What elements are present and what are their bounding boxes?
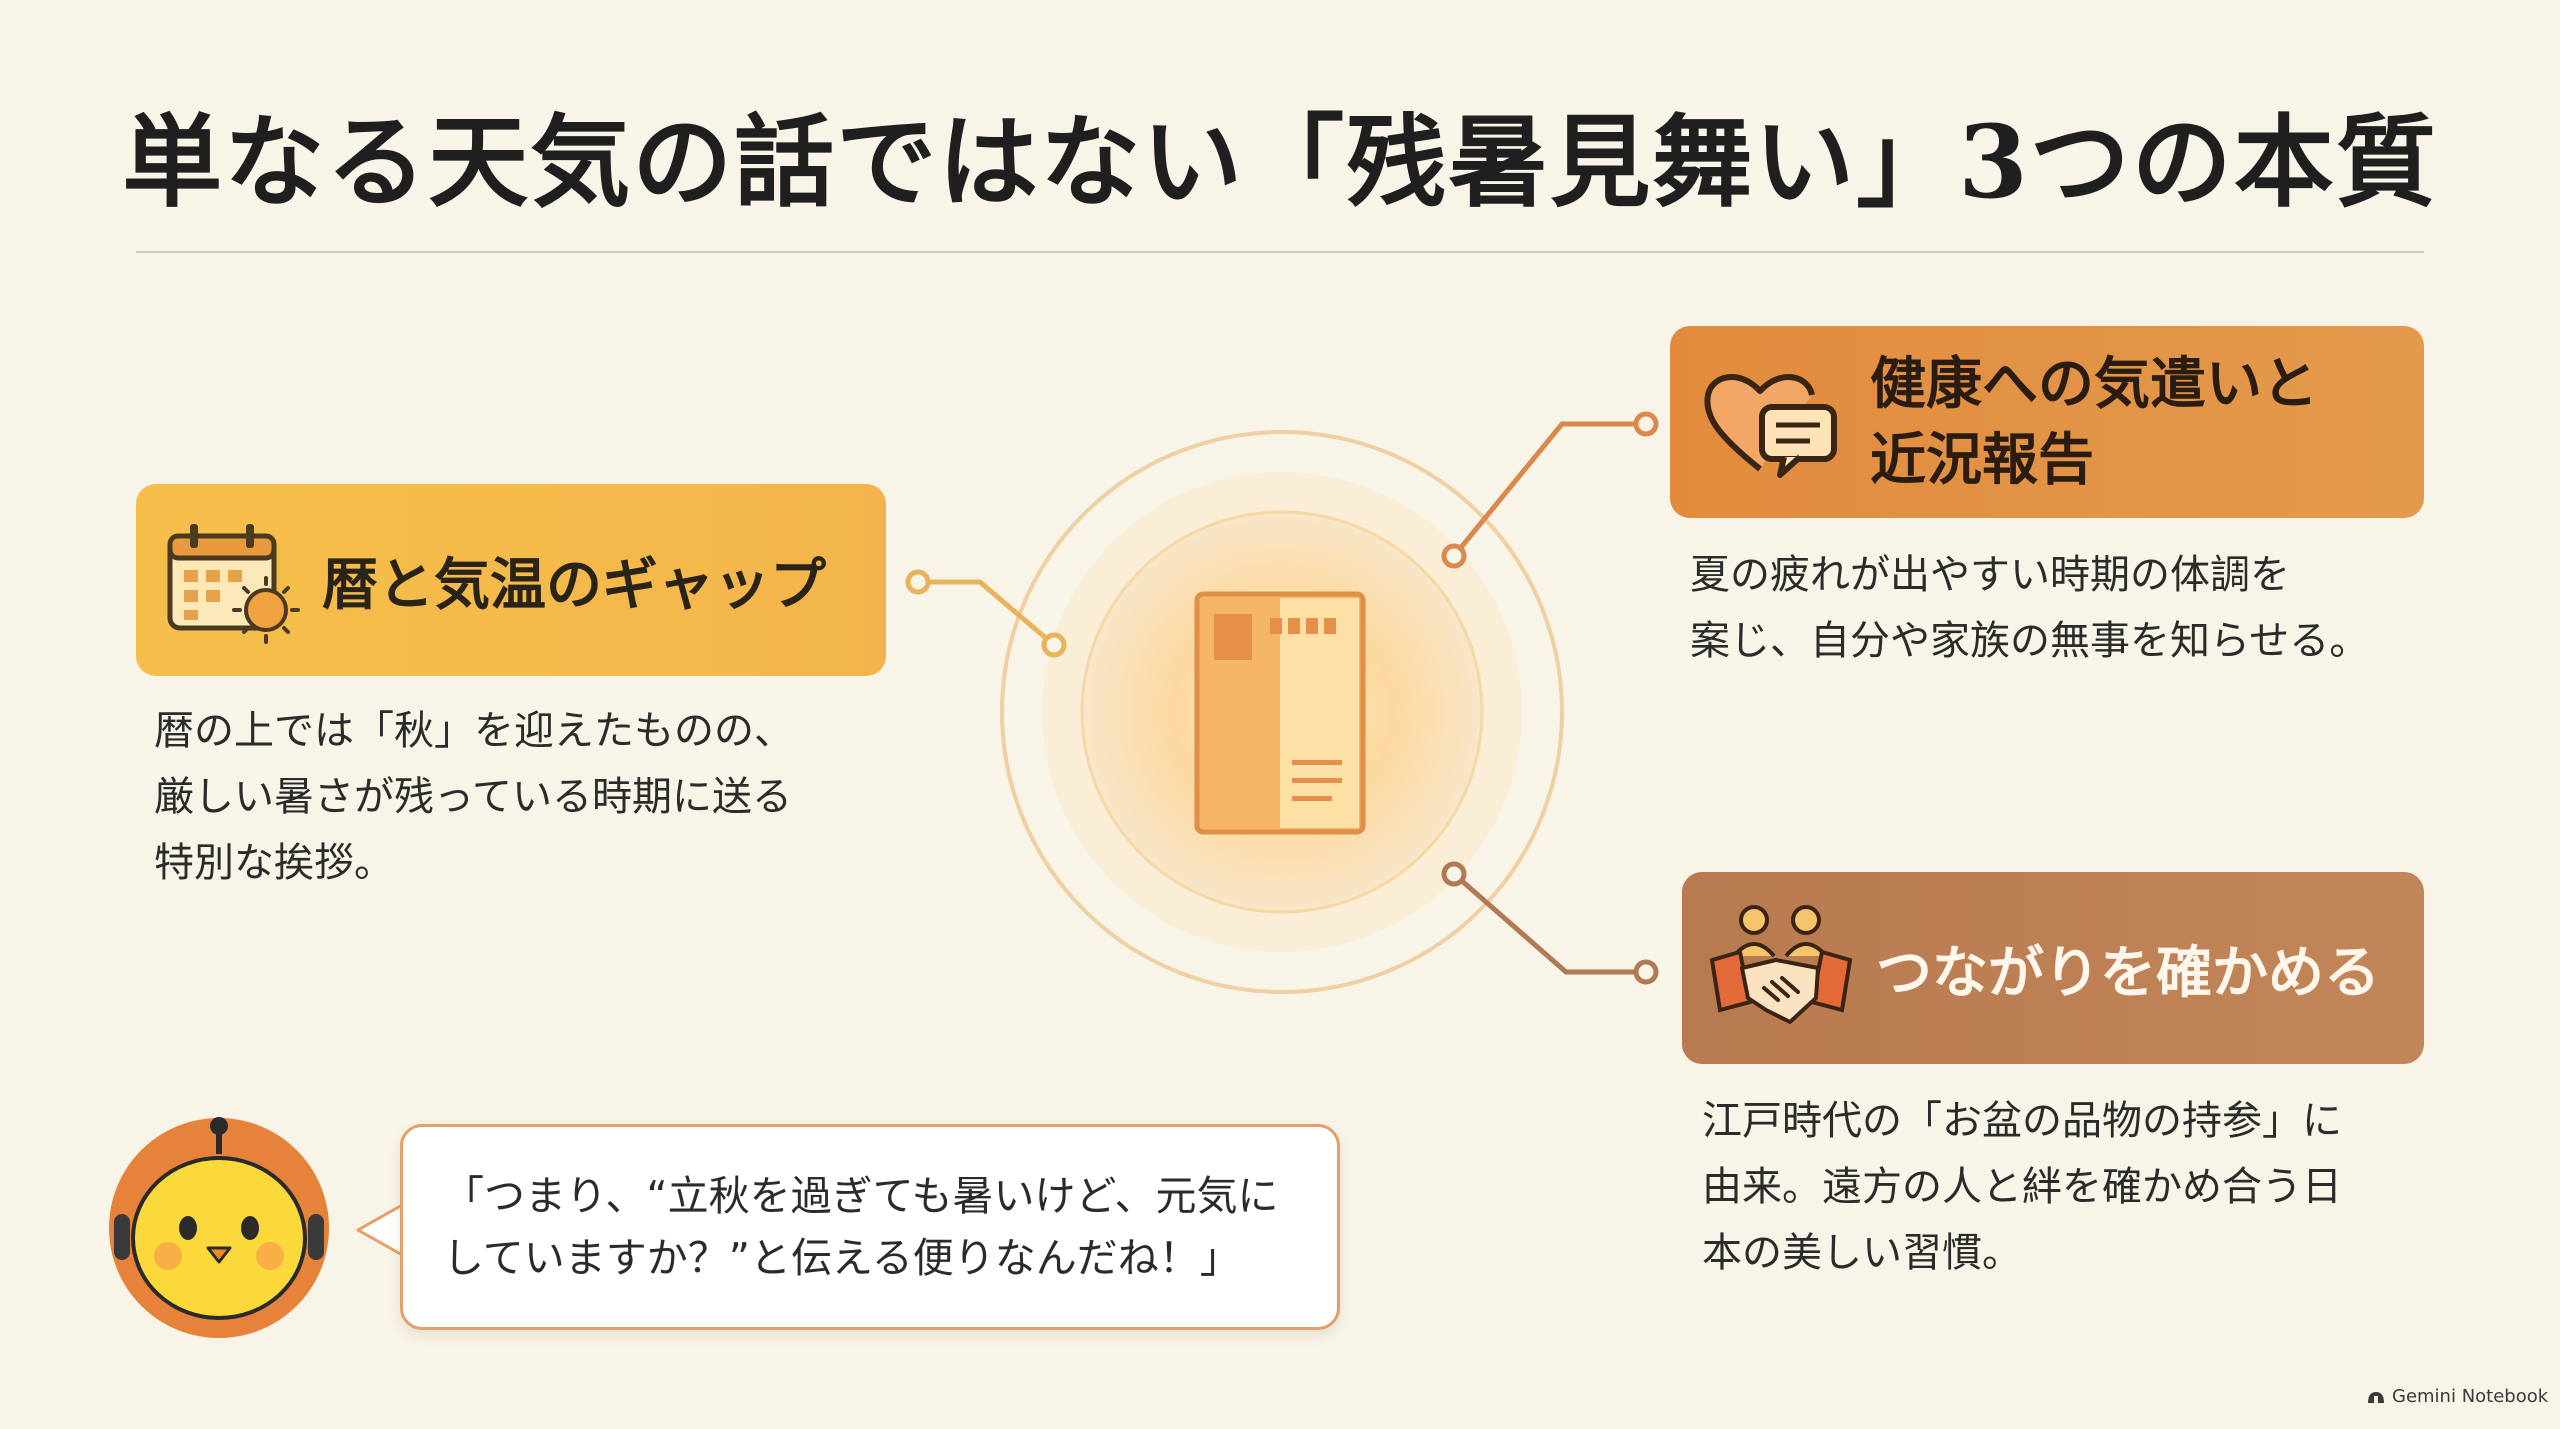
connector-top-right bbox=[1452, 421, 1646, 558]
calendar-sun-icon bbox=[167, 524, 300, 644]
card-label: つながりを確かめる bbox=[1876, 939, 2380, 1006]
page-title: 単なる天気の話ではない「残暑見舞い」3つの本質 bbox=[122, 103, 2438, 221]
speech-bubble-tail bbox=[356, 1202, 406, 1258]
connector-bottom-right bbox=[1452, 872, 1646, 975]
connector-left bbox=[918, 579, 1056, 647]
card-label: 健康への気遣いと 近況報告 bbox=[1870, 351, 2318, 493]
heart-chat-icon bbox=[1704, 374, 1837, 478]
brand-label: Gemini Notebook bbox=[2392, 1386, 2549, 1407]
card-calendar-gap: 暦と気温のギャップ bbox=[136, 484, 886, 676]
card-description: 夏の疲れが出やすい時期の体調を 案じ、自分や家族の無事を知らせる。 bbox=[1690, 552, 2370, 664]
speech-text: 「つまり、“立秋を過ぎても暑いけど、元気に していますか？”と伝える便りなんだね… bbox=[443, 1172, 1279, 1282]
card-description: 江戸時代の「お盆の品物の持参」に 由来。遠方の人と絆を確かめ合う日 本の美しい習… bbox=[1702, 1098, 2342, 1276]
brand-mark: Gemini Notebook bbox=[2366, 1386, 2548, 1407]
card-connection: つながりを確かめる bbox=[1682, 872, 2424, 1064]
glow-ring-outer bbox=[1000, 430, 1564, 994]
card-description: 暦の上では「秋」を迎えたものの、 厳しい暑さが残っている時期に送る 特別な挨拶。 bbox=[154, 708, 794, 886]
card-health-news: 健康への気遣いと 近況報告 bbox=[1670, 326, 2424, 518]
handshake-people-icon bbox=[1709, 905, 1853, 1024]
speech-bubble: 「つまり、“立秋を過ぎても暑いけど、元気に していますか？”と伝える便りなんだね… bbox=[400, 1124, 1340, 1330]
chick-robot-mascot-icon bbox=[109, 1117, 329, 1338]
title-divider bbox=[136, 251, 2424, 253]
postcard-icon bbox=[1194, 591, 1366, 835]
card-label: 暦と気温のギャップ bbox=[322, 551, 826, 618]
notebook-logo-icon bbox=[2368, 1391, 2384, 1403]
